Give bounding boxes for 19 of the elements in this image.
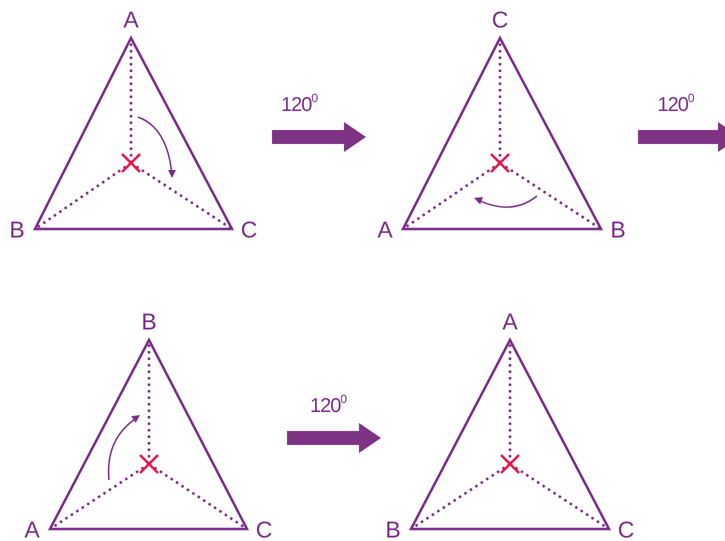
vertex-label: B bbox=[610, 218, 626, 242]
triangle-drawing bbox=[409, 338, 611, 531]
vertex-label: A bbox=[24, 518, 40, 541]
vertex-label: A bbox=[123, 8, 139, 32]
arrow bbox=[638, 122, 725, 152]
vertex-label: B bbox=[385, 518, 401, 541]
vertex-label: C bbox=[240, 218, 258, 242]
triangle-drawing bbox=[401, 36, 603, 231]
arrow bbox=[272, 122, 366, 152]
vertex-label: C bbox=[256, 518, 272, 541]
vertex-label: A bbox=[377, 218, 393, 242]
triangle-drawing bbox=[33, 36, 234, 231]
vertex-label: C bbox=[492, 8, 508, 32]
vertex-label: C bbox=[618, 518, 634, 541]
vertex-label: B bbox=[9, 218, 25, 242]
vertex-label: B bbox=[141, 310, 157, 334]
vertex-label: A bbox=[502, 310, 518, 334]
triangle-drawing bbox=[48, 338, 249, 531]
arrow bbox=[287, 423, 381, 453]
